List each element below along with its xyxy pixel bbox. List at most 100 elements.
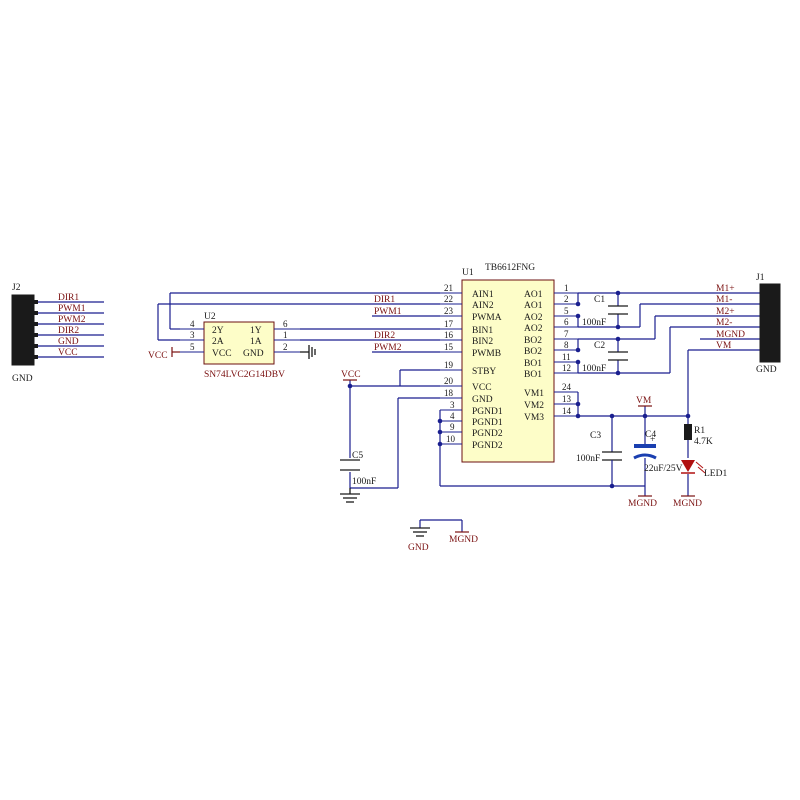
u1-pin-name: PGND2 <box>472 429 503 439</box>
u1-pin-name: VM3 <box>524 413 544 423</box>
u1-pin-name: PWMA <box>472 313 502 323</box>
u2-pin-num: 2 <box>283 342 288 352</box>
j2-net-label: GND <box>58 337 79 347</box>
u1-pin-name: VCC <box>472 383 492 393</box>
u2-pin-name: VCC <box>212 349 232 359</box>
u1-pin-num: 4 <box>450 411 455 421</box>
u1-pin-name: PWMB <box>472 349 501 359</box>
j1-net-label: M1- <box>716 295 732 305</box>
net-label-pwm2: PWM2 <box>374 343 402 353</box>
u1-pin-name: BIN1 <box>472 326 493 336</box>
capacitor-c3[interactable]: C3 100nF <box>576 431 622 468</box>
u1-pin-name: BO2 <box>524 347 542 357</box>
u1-pin-num: 5 <box>564 306 569 316</box>
capacitor-c1[interactable]: C1 100nF <box>582 295 628 328</box>
u1-pin-num: 10 <box>446 434 456 444</box>
c5-ground-symbol <box>340 488 360 503</box>
capacitor-c4[interactable]: + C4 22uF/25V <box>633 430 683 474</box>
input-net-labels: DIR1 PWM1 DIR2 PWM2 <box>374 295 402 353</box>
mgnd-bottom-label: MGND <box>449 535 478 545</box>
j2-net-label: PWM2 <box>58 315 86 325</box>
u1-pin-num: 1 <box>564 283 569 293</box>
u2-pin-num: 4 <box>190 319 195 329</box>
u1-ref: U1 <box>462 268 474 278</box>
c1-value: 100nF <box>582 318 606 328</box>
u2-pin-name: GND <box>243 349 264 359</box>
gnd-bottom-label: GND <box>408 543 429 553</box>
capacitor-c2[interactable]: C2 100nF <box>582 341 628 374</box>
c2-ref: C2 <box>594 341 605 351</box>
u2-ref: U2 <box>204 312 216 322</box>
c2-value: 100nF <box>582 364 606 374</box>
mgnd-c4-label: MGND <box>628 499 657 509</box>
c4-mgnd-port: MGND <box>628 495 657 509</box>
ic-u2[interactable]: U2 4 3 5 2Y 2A VCC 1Y 1A GND 6 1 2 SN74L… <box>180 312 300 380</box>
mgnd-led-label: MGND <box>673 499 702 509</box>
u1-right-pin-leads <box>554 292 578 417</box>
u1-pin-num: 11 <box>562 352 571 362</box>
j2-net-label: DIR1 <box>58 293 79 303</box>
u1-pin-num: 17 <box>444 319 454 329</box>
capacitor-c5[interactable]: C5 100nF <box>340 451 376 487</box>
j1-net-labels: M1+ M1- M2+ M2- MGND VM <box>716 284 745 351</box>
j1-ref: J1 <box>756 273 765 283</box>
j1-net-label: MGND <box>716 330 745 340</box>
u1-pin-num: 9 <box>450 422 455 432</box>
u2-vcc-power-port: VCC <box>148 347 180 361</box>
c3-value: 100nF <box>576 454 600 464</box>
u1-pin-num: 8 <box>564 340 569 350</box>
connector-j2[interactable]: J2 GND <box>11 283 38 384</box>
u2-pin-name: 2A <box>212 337 224 347</box>
u1-pin-name: BO1 <box>524 359 542 369</box>
u2-pin-num: 3 <box>190 330 195 340</box>
u1-pin-name: AO2 <box>524 324 543 334</box>
vm-label: VM <box>636 396 652 406</box>
u1-pin-num: 14 <box>562 406 572 416</box>
r1-ref: R1 <box>694 426 705 436</box>
u1-pin-name: AIN1 <box>472 290 494 300</box>
connector-j1[interactable]: J1 GND <box>756 273 781 375</box>
net-label-dir1: DIR1 <box>374 295 395 305</box>
u1-pin-num: 3 <box>450 400 455 410</box>
u1-pin-name: PGND1 <box>472 418 503 428</box>
u1-pin-num: 2 <box>564 294 569 304</box>
j1-footer: GND <box>756 365 777 375</box>
u1-pin-name: AO2 <box>524 313 543 323</box>
j1-net-label: M2- <box>716 318 732 328</box>
u1-pin-name: BIN2 <box>472 337 493 347</box>
vcc-label: VCC <box>341 370 361 380</box>
u1-pin-num: 24 <box>562 382 572 392</box>
u1-pin-name: PGND1 <box>472 407 503 417</box>
led-led1[interactable]: LED1 <box>681 460 727 479</box>
u1-pin-num: 23 <box>444 306 454 316</box>
u1-pin-name: AIN2 <box>472 301 494 311</box>
u1-pin-name: GND <box>472 395 493 405</box>
u2-pin-num: 6 <box>283 319 288 329</box>
ic-u1[interactable]: U1 TB6612FNG <box>440 263 578 463</box>
u1-pin-name: VM2 <box>524 401 544 411</box>
j1-net-label: M2+ <box>716 307 735 317</box>
u1-pin-name: STBY <box>472 367 496 377</box>
u2-part-number: SN74LVC2G14DBV <box>204 370 285 380</box>
u1-pin-num: 6 <box>564 317 569 327</box>
j1-net-label: VM <box>716 341 732 351</box>
u2-vcc-label: VCC <box>148 351 168 361</box>
j2-ref: J2 <box>12 283 21 293</box>
u2-pin-name: 2Y <box>212 326 224 336</box>
u2-pin-name: 1Y <box>250 326 262 336</box>
resistor-r1[interactable]: R1 4.7K <box>684 424 713 447</box>
j2-footer: GND <box>12 374 33 384</box>
u1-pin-num: 13 <box>562 394 572 404</box>
wires <box>38 292 760 496</box>
u1-pin-num: 18 <box>444 388 454 398</box>
u1-pin-name: AO1 <box>524 301 543 311</box>
u2-ground-symbol <box>300 345 316 359</box>
u1-pin-name: BO2 <box>524 336 542 346</box>
u1-pin-name: PGND2 <box>472 441 503 451</box>
u1-pin-num: 21 <box>444 283 453 293</box>
c4-value: 22uF/25V <box>644 464 683 474</box>
j2-net-label: PWM1 <box>58 304 86 314</box>
j2-net-label: VCC <box>58 348 78 358</box>
